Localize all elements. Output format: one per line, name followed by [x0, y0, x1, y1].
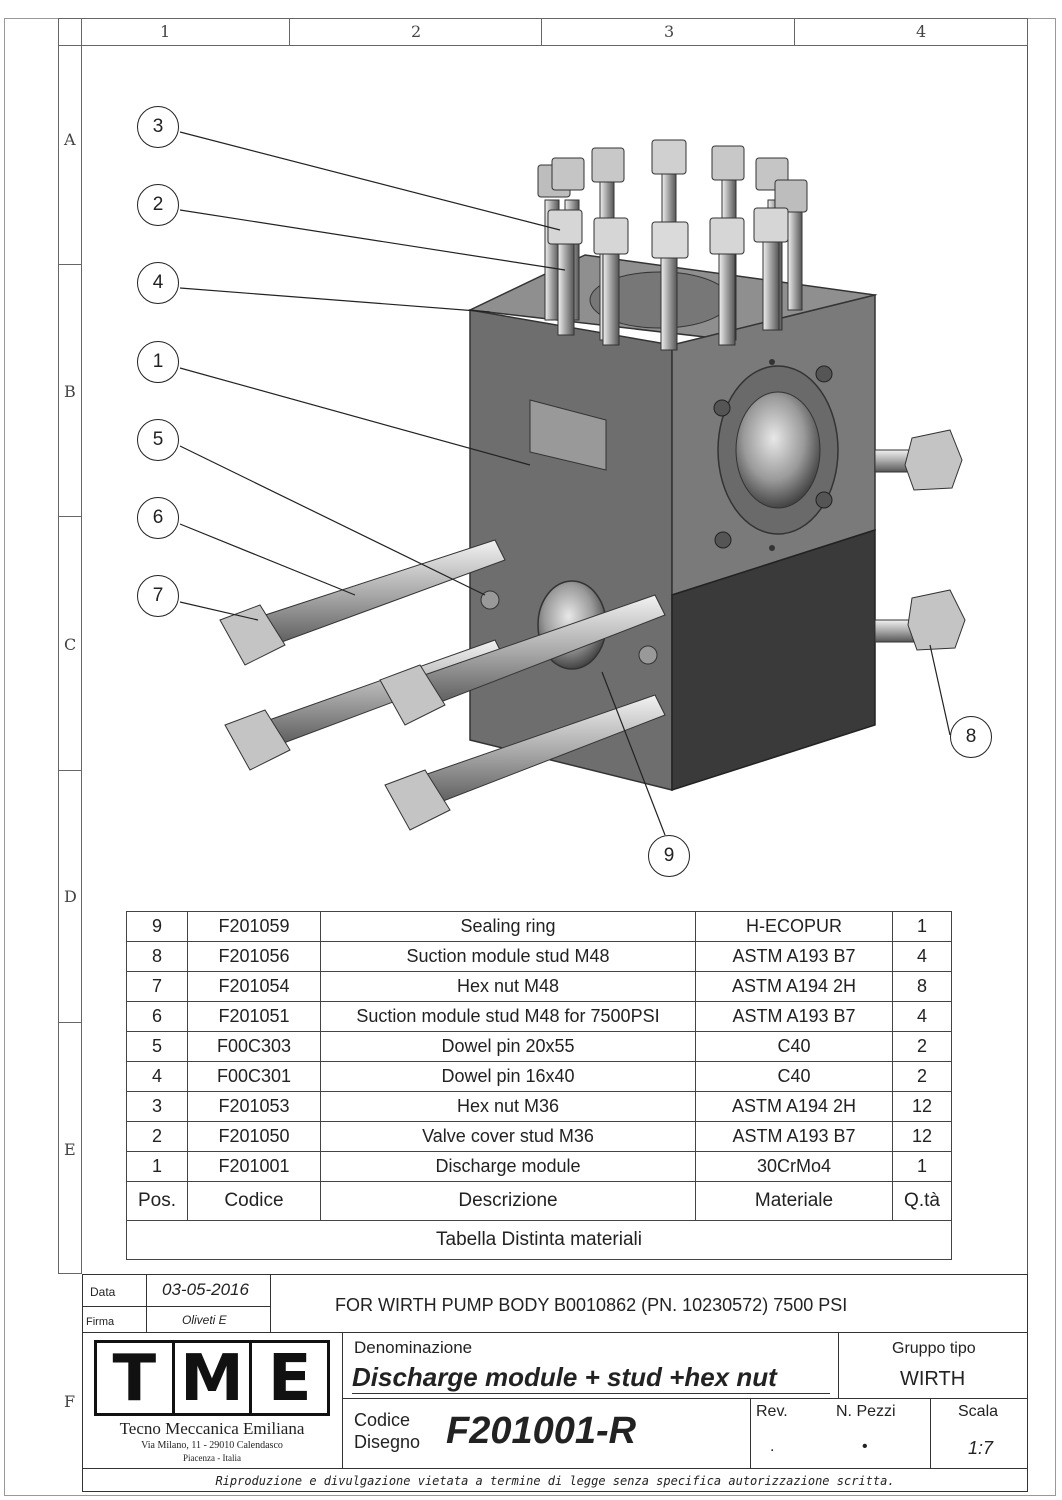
leader-lines [179, 131, 951, 836]
bom-header-row: Pos. Codice Descrizione Materiale Q.tà [126, 1181, 952, 1221]
zone-col-label: 4 [916, 22, 927, 41]
logo-letter-m: M [175, 1343, 253, 1415]
nameplate [529, 399, 607, 471]
revision-label: Rev. [756, 1403, 788, 1420]
company-city: Piacenza - Italia [183, 1453, 241, 1463]
drawing-area [82, 46, 1028, 1274]
bom-header-qty: Q.tà [892, 1181, 952, 1221]
drawing-code-label-2: Disegno [354, 1432, 421, 1452]
quantity-value: • [862, 1438, 868, 1455]
zone-col-label: 2 [411, 22, 422, 41]
date-label: Data [90, 1285, 116, 1299]
drawing-code-label-1: Codice [354, 1410, 411, 1430]
copyright-footer: Riproduzione e divulgazione vietata a te… [215, 1474, 895, 1488]
group-type-value: WIRTH [900, 1368, 966, 1390]
signature-label: Firma [86, 1316, 115, 1328]
zone-row-label: A [64, 130, 76, 149]
date-value: 03-05-2016 [162, 1280, 249, 1299]
signature-value: Oliveti E [182, 1313, 227, 1327]
zone-divider [58, 264, 82, 265]
right-studs [874, 429, 966, 651]
zone-divider [58, 770, 82, 771]
scale-value: 1:7 [968, 1438, 994, 1458]
callout-9: 9 [648, 835, 690, 877]
company-name: Tecno Meccanica Emiliana [119, 1419, 305, 1438]
callout-2: 2 [137, 184, 179, 226]
bom-header-code: Codice [187, 1181, 321, 1221]
callout-7: 7 [137, 575, 179, 617]
tme-logo: T M E [94, 1340, 330, 1416]
zone-divider [289, 18, 290, 46]
zone-ruler-left [58, 18, 82, 1274]
denomination-label: Denominazione [354, 1338, 473, 1357]
quantity-label: N. Pezzi [836, 1403, 896, 1420]
zone-divider [541, 18, 542, 46]
group-type-label: Gruppo tipo [892, 1340, 976, 1357]
scale-label: Scala [958, 1403, 999, 1420]
bom-header-desc: Descrizione [320, 1181, 696, 1221]
title-block [82, 1274, 1028, 1492]
revision-value: . [770, 1438, 775, 1455]
callout-4: 4 [137, 262, 179, 304]
drawing-code-value: F201001-R [446, 1410, 637, 1452]
zone-row-label: E [64, 1140, 76, 1159]
denomination-value: Discharge module + stud +hex nut [352, 1362, 830, 1394]
callout-6: 6 [137, 497, 179, 539]
company-address: Via Milano, 11 - 29010 Calendasco [141, 1440, 283, 1451]
bom-caption: Tabella Distinta materiali [126, 1220, 952, 1260]
callout-8: 8 [950, 716, 992, 758]
callout-1: 1 [137, 341, 179, 383]
flange-bore [735, 391, 821, 509]
assembly-illustration [179, 131, 966, 836]
zone-row-label: C [64, 635, 77, 654]
callout-5: 5 [137, 419, 179, 461]
zone-row-label: F [64, 1392, 76, 1411]
logo-letter-t: T [97, 1343, 175, 1415]
top-studs [537, 139, 808, 351]
block-right-lower [671, 528, 876, 792]
drawing-note: FOR WIRTH PUMP BODY B0010862 (PN. 102305… [335, 1295, 848, 1315]
side-studs [219, 539, 666, 831]
zone-divider [58, 516, 82, 517]
bom-header-pos: Pos. [126, 1181, 188, 1221]
callout-3: 3 [137, 106, 179, 148]
zone-col-label: 3 [664, 22, 675, 41]
zone-col-label: 1 [160, 22, 171, 41]
logo-letter-e: E [267, 1342, 312, 1416]
zone-divider [58, 1022, 82, 1023]
zone-divider [794, 18, 795, 46]
zone-row-label: D [64, 887, 77, 906]
bom-header-mat: Materiale [695, 1181, 893, 1221]
zone-row-label: B [64, 382, 76, 401]
